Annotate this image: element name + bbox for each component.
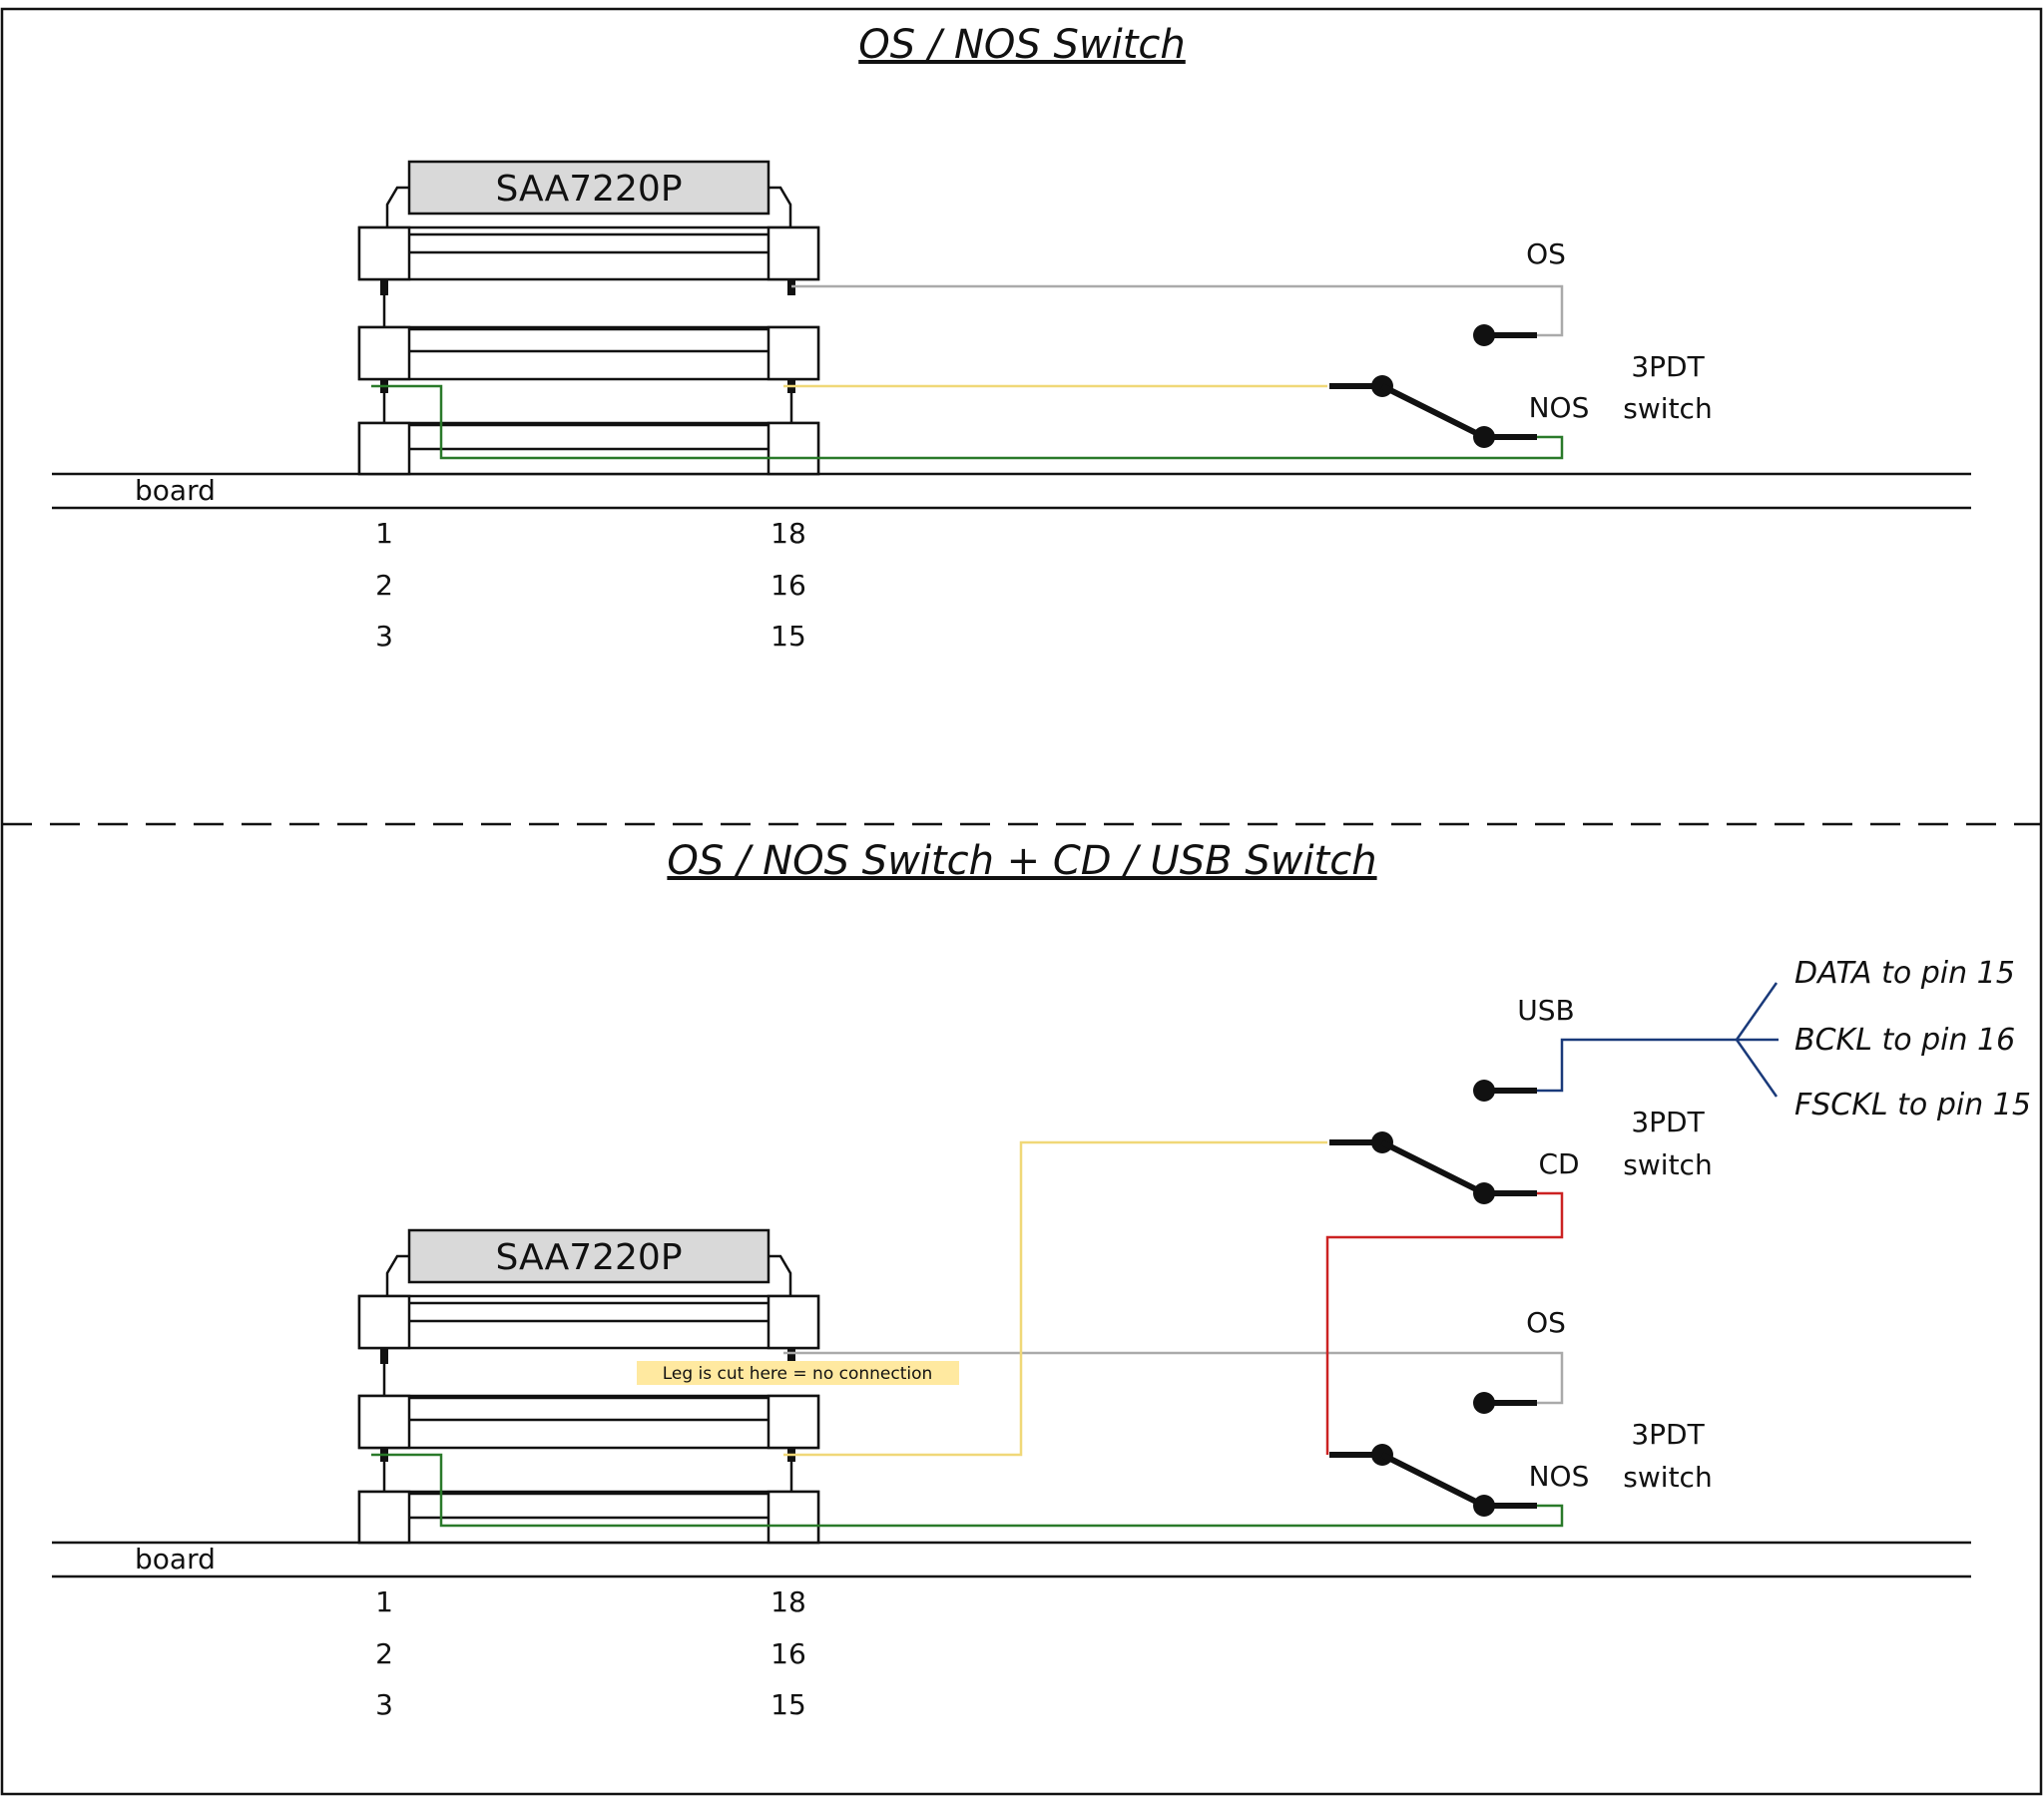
usb-signal-label: DATA to pin 15 (1794, 956, 2015, 991)
panel-os-nos: OS / NOS Switch board (52, 22, 1971, 653)
pin-number-right: 18 (770, 1585, 806, 1618)
pin-number-left: 1 (375, 517, 393, 550)
socket-post-left (357, 1394, 411, 1450)
leg-cut-note-box (637, 1361, 959, 1385)
socket-post-right (766, 325, 820, 381)
diagram-frame (0, 7, 2043, 1796)
chip-leg-left (385, 1254, 409, 1296)
chip-body (407, 160, 770, 216)
throw-label-nos: NOS (1529, 391, 1590, 424)
socket-layer-middle (357, 325, 820, 381)
wire-usb-branch-data (1735, 982, 1779, 1041)
switch-lever (1380, 1139, 1486, 1196)
pin-number-right: 16 (770, 1637, 806, 1670)
board-label: board (135, 474, 216, 507)
switch-type-label: 3PDT (1631, 350, 1705, 383)
panel-os-nos-cd-usb: OS / NOS Switch + CD / USB Switch board (52, 838, 2031, 1721)
panel-title: OS / NOS Switch + CD / USB Switch (667, 838, 1376, 884)
switch-type-label: 3PDT (1631, 1418, 1705, 1451)
pin-number-right: 16 (770, 569, 806, 602)
pin-number-left: 3 (375, 620, 393, 653)
switch-lever (1380, 1452, 1486, 1509)
socket-post-left (357, 421, 411, 476)
socket-post-left (357, 1294, 411, 1350)
switch-cd-usb (1329, 1080, 1537, 1204)
pin-number-left: 2 (375, 1637, 393, 1670)
wire-ground (371, 384, 1564, 460)
leg-pin-left (380, 279, 388, 295)
socket-post-right (766, 1294, 820, 1350)
chip-leg-left (385, 186, 409, 227)
socket-layer-middle (357, 1394, 820, 1450)
switch-type-label: switch (1623, 1461, 1712, 1494)
throw-label-os: OS (1526, 237, 1566, 270)
socket-stack (357, 225, 820, 476)
wire-usb-branch-fsckl (1735, 1039, 1779, 1098)
switch-type-label: switch (1623, 392, 1712, 425)
usb-signal-label: BCKL to pin 16 (1794, 1023, 2015, 1058)
wire-cd (1325, 1191, 1564, 1455)
pin-number-right: 18 (770, 517, 806, 550)
socket-post-right (766, 1394, 820, 1450)
switch-lever (1380, 383, 1486, 440)
chip-label: SAA7220P (495, 169, 682, 210)
switch-os-nos (1329, 324, 1537, 448)
pin-number-left: 2 (375, 569, 393, 602)
socket-post-right (766, 225, 820, 281)
throw-label-cd: CD (1538, 1147, 1579, 1180)
switch-type-label: 3PDT (1631, 1106, 1705, 1138)
leg-pin-left (380, 1348, 388, 1364)
socket-post-left (357, 325, 411, 381)
panel-title: OS / NOS Switch (858, 22, 1186, 68)
socket-stack (357, 1294, 820, 1545)
socket-post-right (766, 421, 820, 476)
leg-pin-right-cut (787, 1348, 795, 1362)
pin-number-left: 1 (375, 1585, 393, 1618)
chip-leg-right (768, 1254, 792, 1296)
leg-cut-note: Leg is cut here = no connection (663, 1364, 933, 1384)
socket-post-right (766, 1490, 820, 1545)
chip-body (407, 1228, 770, 1284)
socket-post-left (357, 225, 411, 281)
throw-label-os: OS (1526, 1306, 1566, 1339)
chip-leg-right (768, 186, 792, 227)
socket-post-left (357, 1490, 411, 1545)
switch-os-nos (1329, 1392, 1537, 1517)
pin-number-right: 15 (770, 1688, 806, 1721)
wire-nos-common-to-cd-usb (783, 1140, 1327, 1457)
usb-signal-label: FSCKL to pin 15 (1794, 1088, 2031, 1122)
pin-number-right: 15 (770, 620, 806, 653)
switch-type-label: switch (1623, 1148, 1712, 1181)
wire-os (791, 284, 1564, 337)
board-label: board (135, 1543, 216, 1575)
wire-usb (1537, 1038, 1737, 1093)
throw-label-usb: USB (1517, 994, 1574, 1027)
throw-label-nos: NOS (1529, 1460, 1590, 1493)
wire-os (783, 1351, 1564, 1405)
wire-ground (371, 1453, 1564, 1528)
chip-label: SAA7220P (495, 1237, 682, 1278)
pin-number-left: 3 (375, 1688, 393, 1721)
